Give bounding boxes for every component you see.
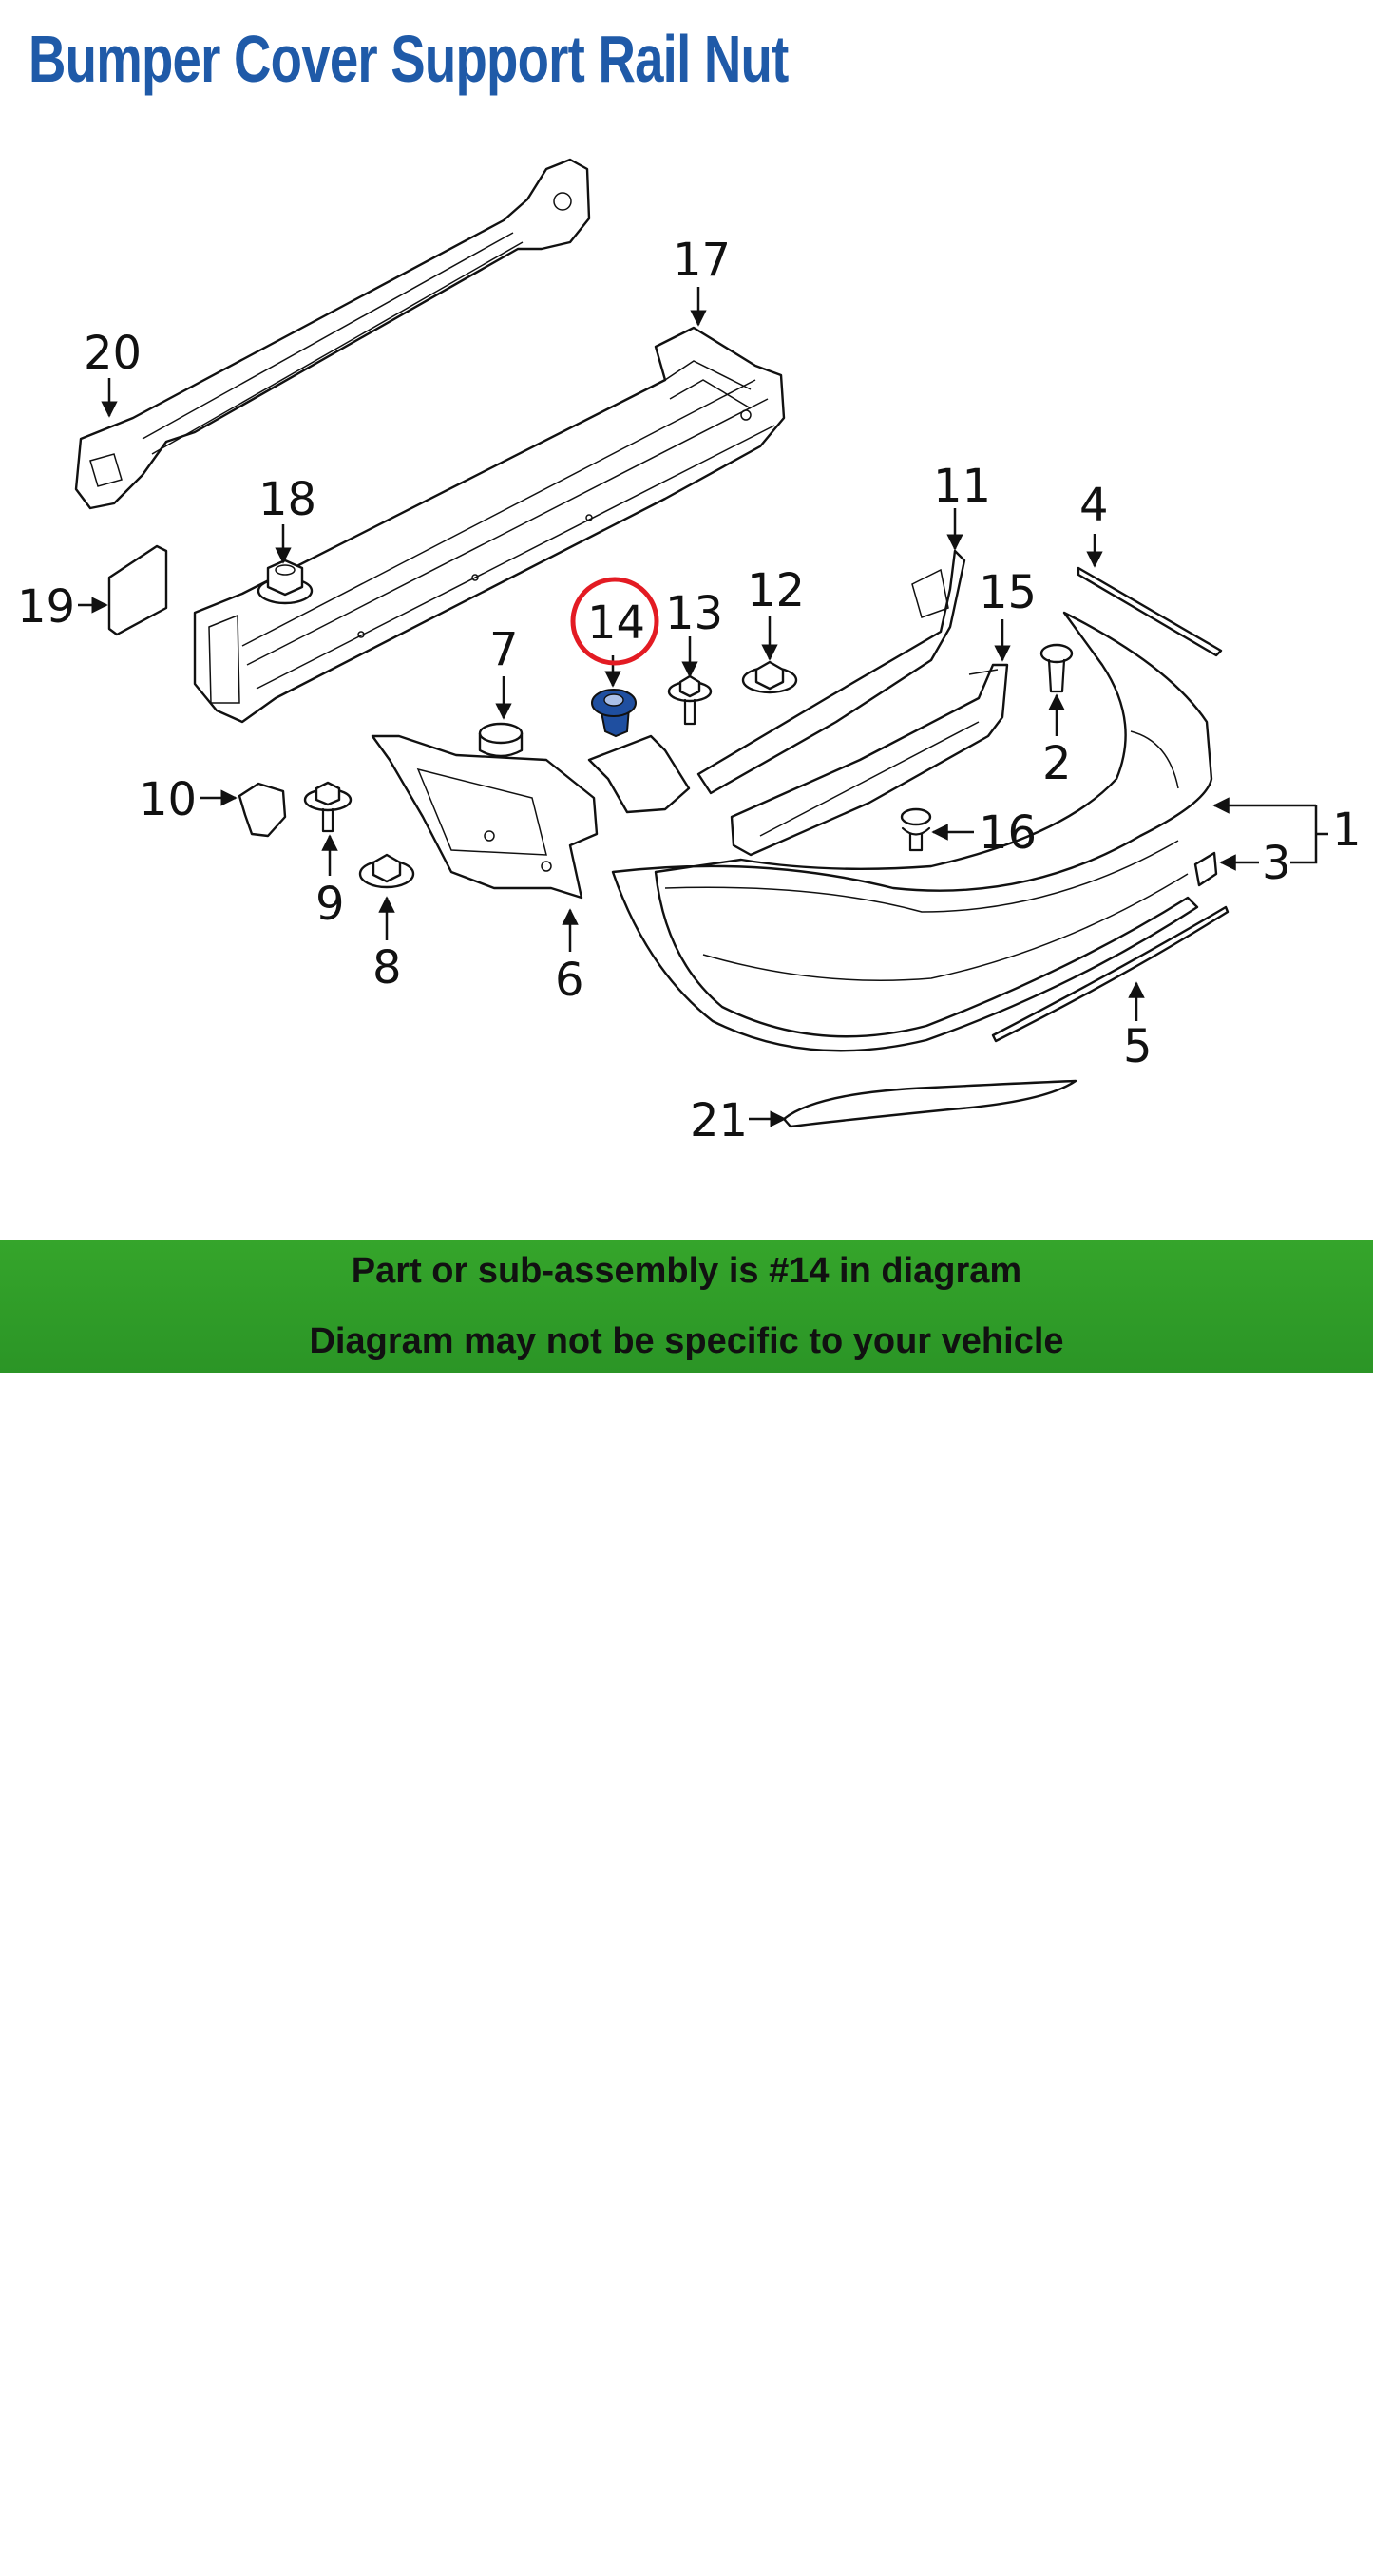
callout-10: 10 xyxy=(139,773,197,826)
highlight-circle xyxy=(570,577,659,666)
callout-3: 3 xyxy=(1262,837,1291,890)
push-pin-2 xyxy=(1039,643,1074,693)
callout-1: 1 xyxy=(1332,804,1362,857)
spacer-7 xyxy=(478,722,524,758)
callout-2: 2 xyxy=(1042,737,1072,790)
clip-nut-10 xyxy=(238,782,287,838)
callout-9: 9 xyxy=(315,878,345,931)
rail-nut-14 xyxy=(591,689,637,738)
nut-12 xyxy=(741,660,798,694)
callout-11: 11 xyxy=(933,460,991,513)
callout-18: 18 xyxy=(258,473,316,526)
callout-15: 15 xyxy=(979,566,1037,619)
callout-4: 4 xyxy=(1079,479,1109,532)
callout-5: 5 xyxy=(1123,1020,1153,1073)
watermark-logo: OAUTOU xyxy=(21,2496,348,2575)
callout-16: 16 xyxy=(979,806,1037,860)
bumper-cover xyxy=(611,611,1213,1052)
callout-12: 12 xyxy=(747,564,805,617)
small-bracket xyxy=(587,734,691,814)
info-banner: OAUTOU Part or sub-assembly is #14 in di… xyxy=(0,1240,1373,2575)
callout-21: 21 xyxy=(690,1094,748,1147)
bolt-13 xyxy=(667,674,713,726)
callout-14: 14 xyxy=(587,597,645,650)
callout-20: 20 xyxy=(84,327,142,380)
callout-6: 6 xyxy=(555,954,584,1007)
bolt-9 xyxy=(303,781,353,833)
mounting-plate xyxy=(107,544,168,636)
callout-19: 19 xyxy=(17,580,75,634)
trim-strip-4 xyxy=(1077,566,1223,657)
banner-line-1: Part or sub-assembly is #14 in diagram xyxy=(351,1251,1022,1291)
support-rail-11 xyxy=(696,549,966,795)
callout-17: 17 xyxy=(673,234,731,287)
reinforcement-bar xyxy=(74,158,591,510)
flange-nut-18 xyxy=(257,559,314,605)
callout-8: 8 xyxy=(372,941,402,994)
moulding-21 xyxy=(782,1079,1077,1128)
page-title: Bumper Cover Support Rail Nut xyxy=(29,22,789,96)
callout-7: 7 xyxy=(489,623,519,676)
side-bracket-6 xyxy=(371,734,599,900)
nut-8 xyxy=(358,853,415,889)
callout-labels: 1 2 3 4 5 6 7 8 9 10 11 12 13 14 15 16 1… xyxy=(17,234,1362,1147)
push-pin-16 xyxy=(900,807,932,852)
callout-13: 13 xyxy=(665,587,723,640)
support-rail-15 xyxy=(730,663,1009,857)
impact-bar xyxy=(193,326,786,724)
reflector-3 xyxy=(1193,851,1218,887)
banner-line-2: Diagram may not be specific to your vehi… xyxy=(309,1321,1064,1361)
lower-trim-5 xyxy=(991,905,1230,1043)
parts-diagram: 1 2 3 4 5 6 7 8 9 10 11 12 13 14 15 16 1… xyxy=(17,158,1362,1147)
leader-arrows xyxy=(78,287,1328,1127)
